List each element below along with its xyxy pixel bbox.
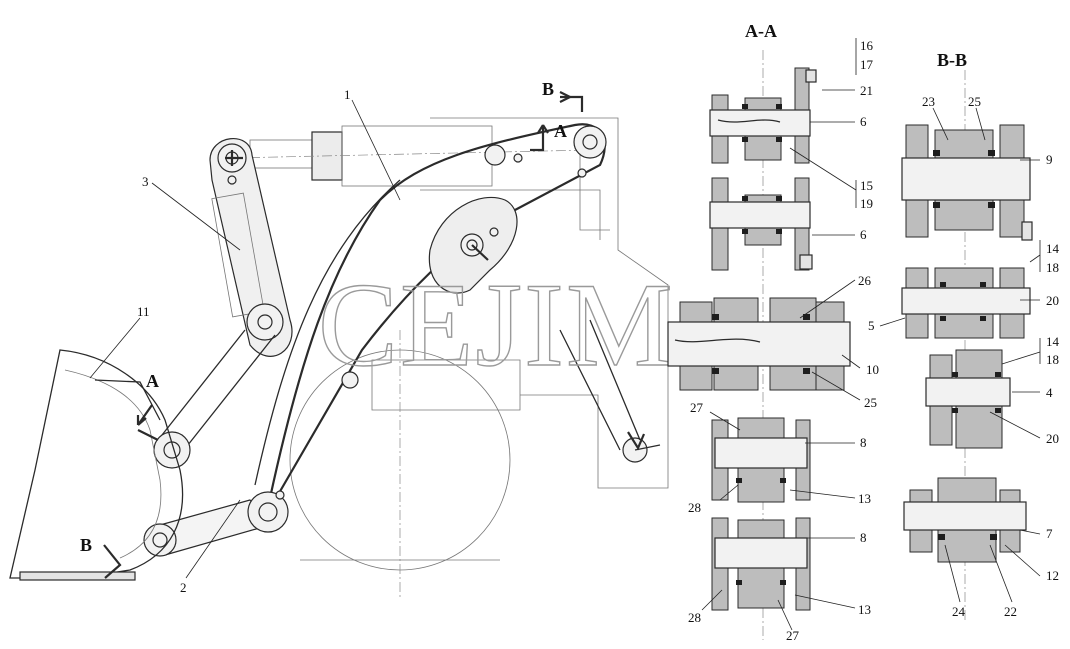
bb-label-7: 7: [1046, 526, 1053, 541]
aa-label-26: 26: [858, 273, 872, 288]
cut-letter-b-top: B: [542, 79, 554, 99]
bb-label-14-lower: 14: [1046, 334, 1060, 349]
frame-pivot-arm: [634, 444, 661, 451]
aa-pin-6-upper: [709, 67, 817, 164]
section-bb-title: B-B: [937, 50, 967, 70]
rocker-plate: [428, 196, 518, 294]
cut-letter-a-bucket: A: [146, 371, 159, 391]
aa-pin-8-lower: [711, 517, 811, 611]
section-aa-title: A-A: [745, 21, 777, 41]
aa-label-6-lower: 6: [860, 227, 867, 242]
bucket: [9, 349, 184, 581]
cut-marker-top: [530, 91, 584, 152]
bb-pin-9: [901, 124, 1033, 241]
label-lever: 3: [142, 174, 149, 189]
bucket-lever: [209, 138, 293, 357]
pivot-pin: [341, 371, 359, 389]
bb-label-25: 25: [968, 94, 981, 109]
aa-label-8-upper: 8: [860, 435, 867, 450]
bb-pin-7: [903, 477, 1027, 563]
bb-label-18-lower: 18: [1046, 352, 1059, 367]
aa-label-19: 19: [860, 196, 873, 211]
aa-pin-10: [667, 297, 851, 391]
bb-label-23: 23: [922, 94, 935, 109]
aa-label-13-upper: 13: [858, 491, 871, 506]
bucket-link: [143, 490, 289, 557]
aa-label-15: 15: [860, 178, 873, 193]
cut-letter-b-bucket: B: [80, 535, 92, 555]
bb-label-20-upper: 20: [1046, 293, 1059, 308]
bb-label-18-upper: 18: [1046, 260, 1059, 275]
bb-label-24: 24: [952, 604, 966, 619]
label-boom: 1: [344, 87, 351, 102]
aa-label-21: 21: [860, 83, 873, 98]
front-frame: [289, 117, 669, 600]
bb-pin-4: [925, 349, 1011, 449]
watermark: CEJIM: [318, 258, 675, 391]
aa-label-28-lower: 28: [688, 610, 701, 625]
label-link: 2: [180, 580, 187, 595]
label-bucket: 11: [137, 304, 150, 319]
aa-label-28-upper: 28: [688, 500, 701, 515]
aa-label-27-upper: 27: [690, 400, 704, 415]
bb-label-4: 4: [1046, 385, 1053, 400]
section-aa: [667, 38, 861, 640]
aa-label-16: 16: [860, 38, 874, 53]
aa-pin-8-upper: [711, 417, 811, 503]
bb-label-22: 22: [1004, 604, 1017, 619]
cut-letter-a-top: A: [554, 121, 567, 141]
bb-label-14-upper: 14: [1046, 241, 1060, 256]
aa-label-13-lower: 13: [858, 602, 871, 617]
aa-label-27-lower: 27: [786, 628, 800, 643]
aa-label-6-upper: 6: [860, 114, 867, 129]
main-view: [9, 91, 669, 600]
aa-label-8-lower: 8: [860, 530, 867, 545]
section-bb: [879, 70, 1041, 620]
aa-label-25: 25: [864, 395, 877, 410]
aa-pin-6-lower: [709, 177, 813, 271]
aa-label-17: 17: [860, 57, 874, 72]
cut-marker-bucket: [103, 404, 159, 579]
bb-label-5: 5: [868, 318, 875, 333]
aa-label-10: 10: [866, 362, 879, 377]
bb-label-20-lower: 20: [1046, 431, 1059, 446]
bb-label-12: 12: [1046, 568, 1059, 583]
bb-pin-5: [901, 267, 1031, 339]
bb-label-9: 9: [1046, 152, 1053, 167]
